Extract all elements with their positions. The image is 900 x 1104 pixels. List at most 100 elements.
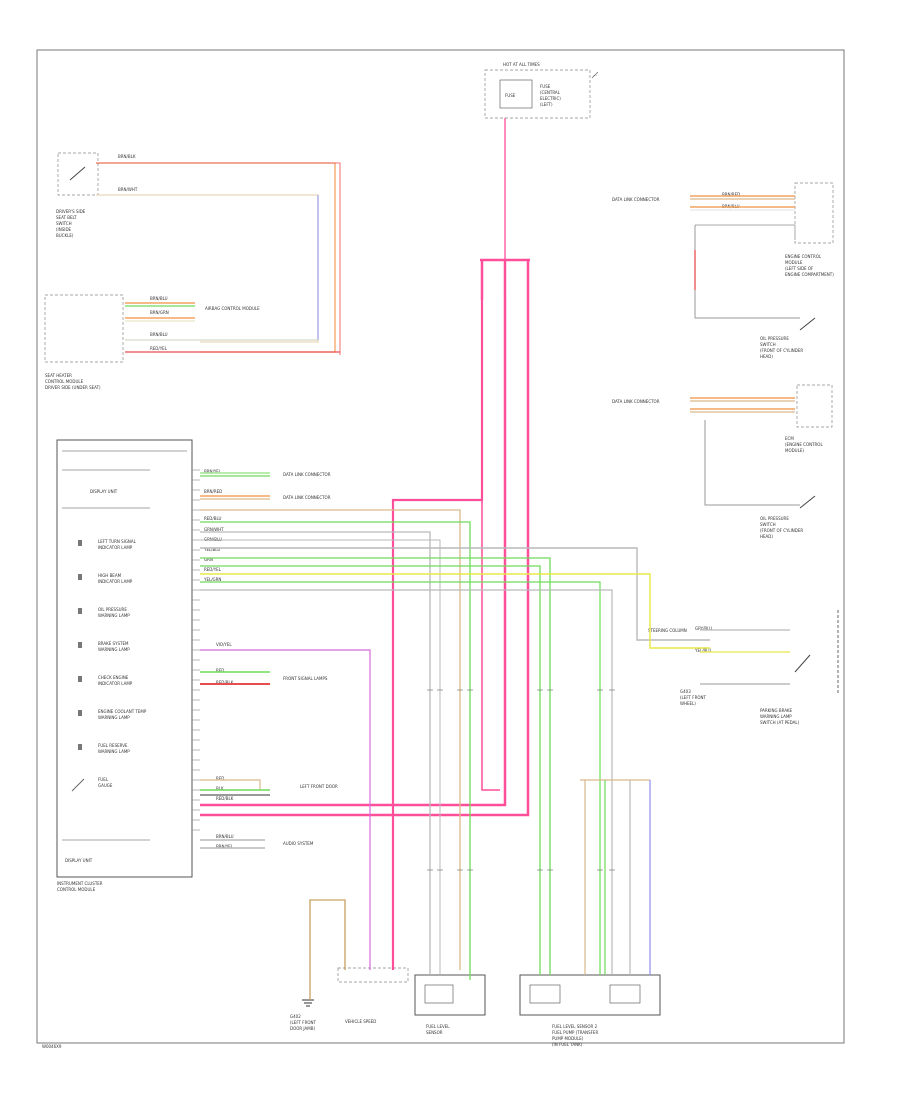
display-unit-label: DISPLAY UNIT [65,858,93,863]
display-unit-label: DISPLAY UNIT [90,489,118,494]
indicator-label: WARNING LAMP [98,749,130,754]
fuel-gauge-icon [71,778,85,792]
wire [200,581,601,975]
wire [391,300,484,970]
component-label: OIL PRESSURE [760,336,789,341]
seat-belt-switch: DRIVER'S SIDE SEAT BELT SWITCH (INSIDE B… [56,152,99,238]
wire [200,300,530,817]
vehicle-speed-connector: VEHICLE SPEED [337,967,409,1024]
component-label: (INSIDE [56,227,72,232]
component-label: MODULE [785,260,803,265]
component-label: PUMP MODULE) [552,1036,584,1041]
wire-label: BRN/BLK [118,154,136,159]
component-label: DRIVER'S SIDE [56,209,86,214]
indicator-lamp-icon [78,642,82,648]
indicator-label: LEFT TURN SIGNAL [98,539,137,544]
wire-label: BRN/RED [722,192,740,197]
wire [200,779,261,790]
indicator-lamp-icon [78,710,82,716]
indicator-label: WARNING LAMP [98,647,130,652]
indicator-label: WARNING LAMP [98,715,130,720]
component-label: SEAT BELT [56,215,77,220]
component-label: (LEFT SIDE OF [785,266,814,271]
wire-label: YEL/GRN [203,577,221,582]
component-label: ENGINE CONTROL [785,254,822,259]
wire-label: YEL/BLU [694,648,711,653]
wire-destination: DATA LINK CONNECTOR [612,399,660,404]
indicator-lamp-icon [78,744,82,750]
indicator-label: FUEL RESERVE [98,743,128,748]
indicator-label: HIGH BEAM [98,573,122,578]
component-label: (LEFT FRONT [680,695,706,700]
component-label: WARNING LAMP [760,714,792,719]
wire-label: BRN/BLU [150,332,168,337]
component-label: MODULE) [785,448,804,453]
component-label: (FRONT OF CYLINDER [760,528,803,533]
wire [695,224,796,240]
wire [200,300,507,807]
wire-label: VIO/YEL [216,642,232,647]
wire-label: GRY/BLU [695,626,712,631]
component-label: (FRONT OF CYLINDER [760,348,803,353]
component-label: FUEL PUMP (TRANSFER [552,1030,598,1035]
wire-label: RED [216,776,224,781]
component-label: ECM [785,436,794,441]
component-label: PARKING BRAKE [760,708,793,713]
wire-destination: AUDIO SYSTEM [283,841,314,846]
wire-label: RED/YEL [204,567,222,572]
wire-label: BLK [216,786,224,791]
wire [96,194,319,343]
component-label: SWITCH (AT PEDAL) [760,720,800,725]
wire [200,565,541,975]
component-label: CONTROL MODULE [45,379,84,384]
wire [200,531,431,975]
fuel-pump-module: FUEL LEVEL SENSOR 2 FUEL PUMP (TRANSFER … [519,974,661,1047]
component-label: G403 [680,689,691,694]
wire [200,649,371,970]
wire-destination: DATA LINK CONNECTOR [283,472,331,477]
indicator-label: ENGINE COOLANT TEMP [98,709,147,714]
indicator-lamp-icon [78,676,82,682]
seat-heater-module: SEAT HEATER CONTROL MODULE DRIVER SIDE (… [44,294,124,390]
wire-destination: DATA LINK CONNECTOR [283,495,331,500]
fuse-desc-line: (LEFT) [540,102,553,107]
wire-label: RED/BLU [204,516,222,521]
wire-label: RED/BLK [216,680,234,685]
ground-left: G402 (LEFT FRONT DOOR JAMB) [290,999,316,1031]
wire-label: BRN/BLU [150,296,168,301]
fuel-level-sensor: FUEL LEVEL SENSOR [414,974,486,1035]
component-label: CONTROL MODULE [57,887,96,892]
component-label: SEAT HEATER [45,373,72,378]
wire [200,589,613,975]
wire [309,899,346,1000]
wire [704,420,800,506]
indicator-label: BRAKE SYSTEM [98,641,129,646]
wire-label: YEL/BLU [203,547,220,552]
component-label: G402 [290,1014,301,1019]
component-label: VEHICLE SPEED [345,1019,376,1024]
wire-label: BRN/WHT [118,187,138,192]
wire-label: RED [216,668,224,673]
wire-label: RED/YEL [150,346,168,351]
component-label: OIL PRESSURE [760,516,789,521]
wire [481,500,500,791]
indicator-lamp-icon [78,574,82,580]
indicator-label: INDICATOR LAMP [98,681,133,686]
fuse-desc-line: (CENTRAL [540,90,561,95]
wire-label: BRN/BLU [216,834,234,839]
wire [200,521,471,980]
fuse-desc-line: ELECTRIC) [540,96,561,101]
indicator-label: OIL PRESSURE [98,607,127,612]
wire-destination: DATA LINK CONNECTOR [612,197,660,202]
component-label: SWITCH [760,522,776,527]
indicator-label: INDICATOR LAMP [98,545,133,550]
component-label: HEAD) [760,534,773,539]
component-label: SWITCH [760,342,776,347]
wire-label: GRN [204,557,213,562]
wire [200,557,551,975]
wire [200,539,441,975]
wire-label: BRN/YEL [204,469,222,474]
